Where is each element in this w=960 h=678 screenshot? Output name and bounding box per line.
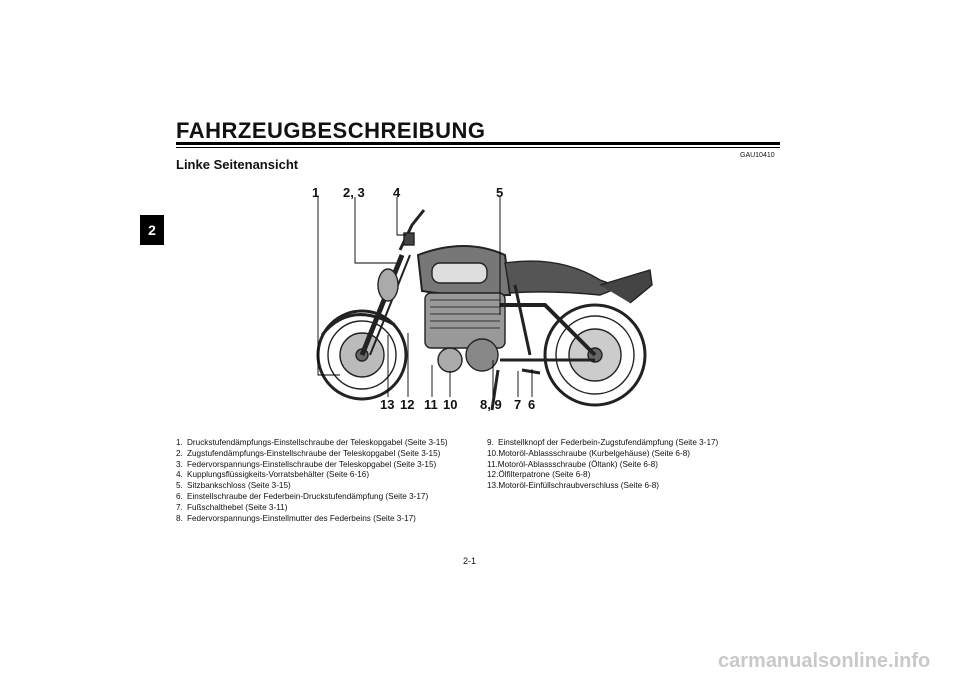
legend-item: 7.Fußschalthebel (Seite 3-11) bbox=[176, 502, 288, 512]
motorcycle-drawing bbox=[316, 197, 653, 411]
legend-item: 3.Federvorspannungs-Einstellschraube der… bbox=[176, 459, 437, 469]
legend-right: 9.Einstellknopf der Federbein-Zugstufend… bbox=[487, 438, 767, 492]
callout-13: 13 bbox=[380, 397, 395, 412]
legend-item: 10.Motoröl-Ablassschraube (Kurbelgehäuse… bbox=[487, 448, 690, 458]
section-title: Linke Seitenansicht bbox=[176, 157, 299, 172]
reference-code: GAU10410 bbox=[740, 152, 775, 159]
callout-11: 11 bbox=[424, 397, 438, 412]
callout-4: 4 bbox=[393, 185, 401, 200]
title-rule-thin bbox=[176, 147, 780, 148]
legend-item: 11.Motoröl-Ablassschraube (Öltank) (Seit… bbox=[487, 459, 658, 469]
page-number: 2-1 bbox=[463, 556, 477, 566]
legend-item: 1.Druckstufendämpfungs-Einstellschraube … bbox=[176, 438, 448, 447]
motorcycle-illustration: 1 2, 3 4 5 13 12 11 10 8, 9 7 6 bbox=[300, 185, 670, 420]
legend-item: 8.Federvorspannungs-Einstellmutter des F… bbox=[176, 513, 416, 523]
legend-item: 13.Motoröl-Einfüllschraubverschluss (Sei… bbox=[487, 481, 660, 491]
title-rule bbox=[176, 142, 780, 145]
callout-7: 7 bbox=[514, 397, 522, 412]
callout-5: 5 bbox=[496, 185, 504, 200]
legend-item: 6.Einstellschraube der Federbein-Druckst… bbox=[176, 491, 429, 501]
legend-item: 9.Einstellknopf der Federbein-Zugstufend… bbox=[487, 438, 719, 447]
legend-left: 1.Druckstufendämpfungs-Einstellschraube … bbox=[176, 438, 476, 524]
callout-10: 10 bbox=[443, 397, 458, 412]
chapter-tab: 2 bbox=[140, 215, 164, 245]
callout-12: 12 bbox=[400, 397, 415, 412]
callout-2-3: 2, 3 bbox=[343, 185, 365, 200]
legend-item: 12.Ölfilterpatrone (Seite 6-8) bbox=[487, 470, 591, 480]
callout-6: 6 bbox=[528, 397, 536, 412]
page-title: FAHRZEUGBESCHREIBUNG bbox=[176, 118, 486, 143]
legend-item: 2.Zugstufendämpfungs-Einstellschraube de… bbox=[176, 448, 441, 458]
watermark: carmanualsonline.info bbox=[718, 650, 931, 672]
legend-item: 4.Kupplungsflüssigkeits-Vorratsbehälter … bbox=[176, 470, 370, 480]
callout-1: 1 bbox=[312, 185, 320, 200]
legend-item: 5.Sitzbankschloss (Seite 3-15) bbox=[176, 481, 291, 491]
callout-8-9: 8, 9 bbox=[480, 397, 502, 412]
